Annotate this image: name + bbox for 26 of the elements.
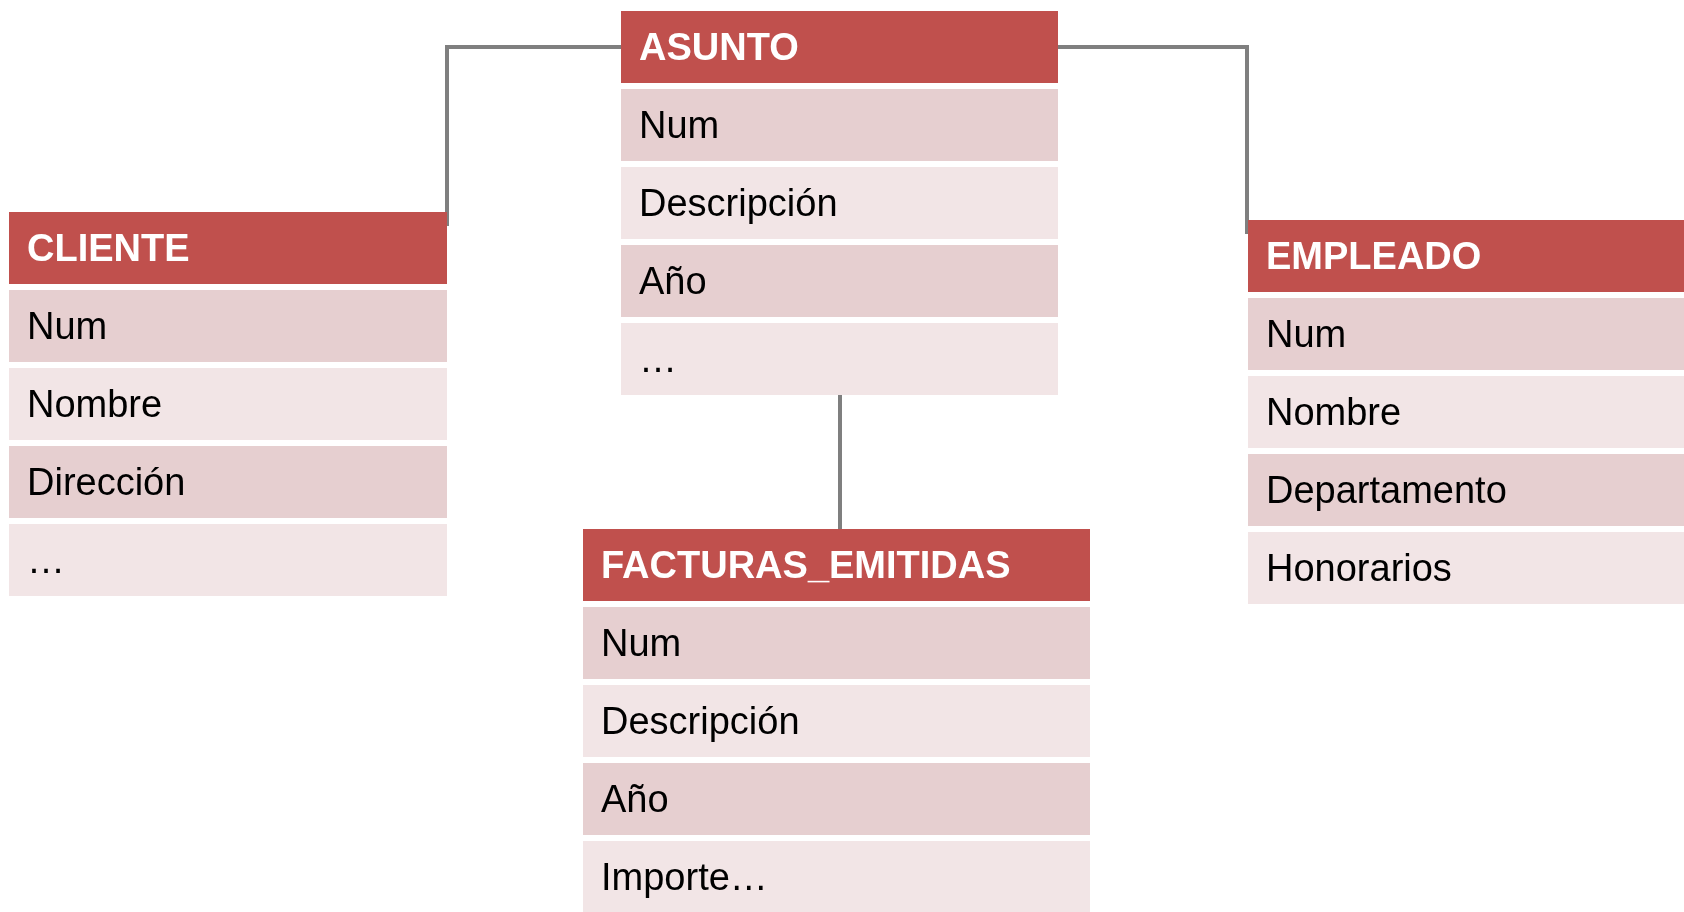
table-row: Num (583, 607, 1090, 679)
table-header: FACTURAS_EMITIDAS (583, 529, 1090, 601)
table-row: Num (1248, 298, 1684, 370)
table-row: Nombre (1248, 376, 1684, 448)
table-row: Num (621, 89, 1058, 161)
table-row: … (621, 323, 1058, 395)
table-row: Honorarios (1248, 532, 1684, 604)
table-row: Año (621, 245, 1058, 317)
table-row: Nombre (9, 368, 447, 440)
table-row: Año (583, 763, 1090, 835)
connector-line (1058, 45, 1249, 234)
table-row: Importe… (583, 841, 1090, 912)
table-row: Num (9, 290, 447, 362)
entity-table (583, 529, 1090, 912)
table-header: EMPLEADO (1248, 220, 1684, 292)
table-row: Departamento (1248, 454, 1684, 526)
table-row: … (9, 524, 447, 596)
table-row: Descripción (621, 167, 1058, 239)
table-row: Descripción (583, 685, 1090, 757)
connector-line (838, 395, 842, 529)
entity-table (1248, 220, 1684, 604)
table-header: ASUNTO (621, 11, 1058, 83)
table-header: CLIENTE (9, 212, 447, 284)
table-row: Dirección (9, 446, 447, 518)
entity-table (621, 11, 1058, 395)
entity-table (9, 212, 447, 596)
